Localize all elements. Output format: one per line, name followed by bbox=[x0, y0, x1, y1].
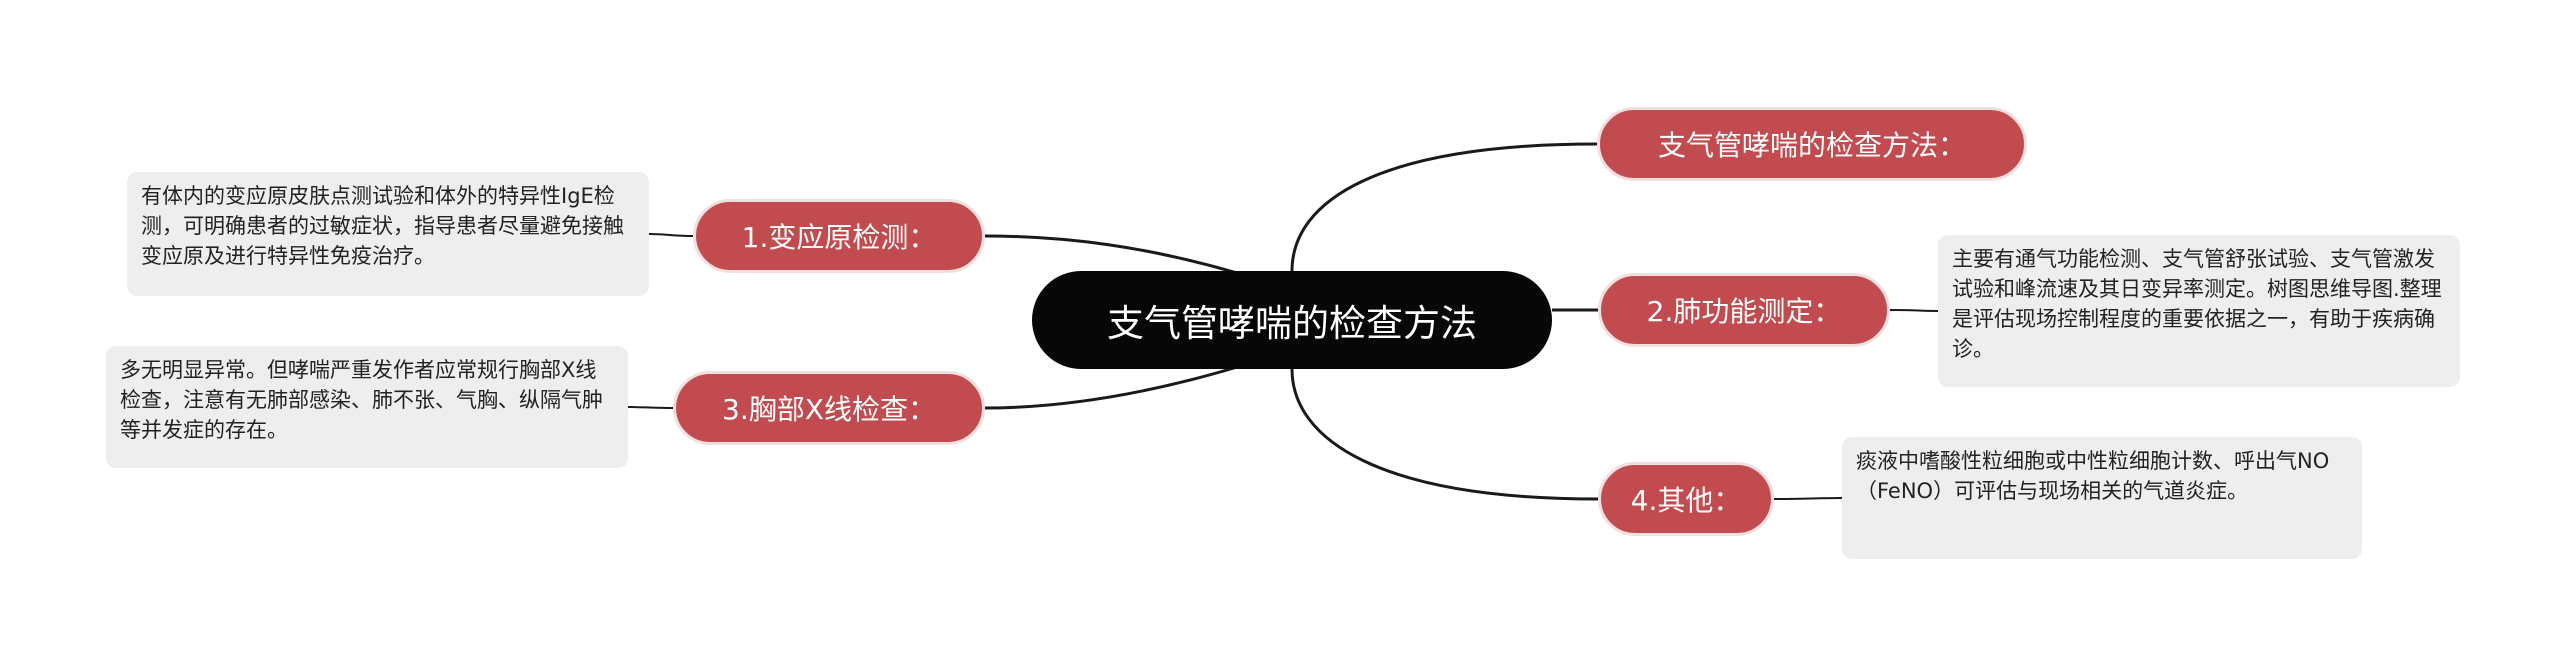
link-root-check-methods bbox=[1290, 142, 1598, 272]
branch-check-methods-label: 支气管哮喘的检查方法： bbox=[1657, 129, 1966, 162]
link-root-allergen bbox=[984, 234, 1261, 282]
link-root-chest-xray bbox=[984, 358, 1261, 410]
branch-lung-function-label: 2.肺功能测定： bbox=[1646, 295, 1842, 328]
branch-chest-xray[interactable]: 3.胸部X线检查： bbox=[673, 371, 985, 445]
branch-chest-xray-label: 3.胸部X线检查： bbox=[722, 393, 936, 426]
link-root-other bbox=[1290, 368, 1599, 501]
branch-check-methods[interactable]: 支气管哮喘的检查方法： bbox=[1597, 107, 2027, 181]
branch-allergen[interactable]: 1.变应原检测： bbox=[693, 199, 985, 273]
root-topic-label: 支气管哮喘的检查方法 bbox=[1107, 302, 1477, 345]
branch-allergen-label: 1.变应原检测： bbox=[741, 221, 937, 254]
detail-allergen[interactable]: 有体内的变应原皮肤点测试验和体外的特异性IgE检测，可明确患者的过敏症状，指导患… bbox=[127, 172, 649, 296]
link-chest-xray-detail bbox=[627, 406, 674, 409]
detail-allergen-text: 有体内的变应原皮肤点测试验和体外的特异性IgE检测，可明确患者的过敏症状，指导患… bbox=[141, 184, 624, 268]
detail-other[interactable]: 痰液中嗜酸性粒细胞或中性粒细胞计数、呼出气NO（FeNO）可评估与现场相关的气道… bbox=[1842, 437, 2362, 559]
link-allergen-detail bbox=[648, 233, 694, 237]
link-lung-function-detail bbox=[1889, 309, 1939, 312]
branch-other-label: 4.其他： bbox=[1630, 484, 1742, 517]
detail-lung-function[interactable]: 主要有通气功能检测、支气管舒张试验、支气管激发试验和峰流速及其日变异率测定。树图… bbox=[1938, 235, 2460, 387]
link-other-detail bbox=[1773, 497, 1843, 500]
detail-chest-xray[interactable]: 多无明显异常。但哮喘严重发作者应常规行胸部X线检查，注意有无肺部感染、肺不张、气… bbox=[106, 346, 628, 468]
branch-lung-function[interactable]: 2.肺功能测定： bbox=[1598, 273, 1890, 347]
detail-other-text: 痰液中嗜酸性粒细胞或中性粒细胞计数、呼出气NO（FeNO）可评估与现场相关的气道… bbox=[1856, 449, 2330, 503]
branch-other[interactable]: 4.其他： bbox=[1598, 462, 1774, 536]
detail-chest-xray-text: 多无明显异常。但哮喘严重发作者应常规行胸部X线检查，注意有无肺部感染、肺不张、气… bbox=[120, 358, 603, 442]
detail-lung-function-text: 主要有通气功能检测、支气管舒张试验、支气管激发试验和峰流速及其日变异率测定。树图… bbox=[1952, 247, 2442, 361]
root-topic[interactable]: 支气管哮喘的检查方法 bbox=[1032, 271, 1552, 369]
